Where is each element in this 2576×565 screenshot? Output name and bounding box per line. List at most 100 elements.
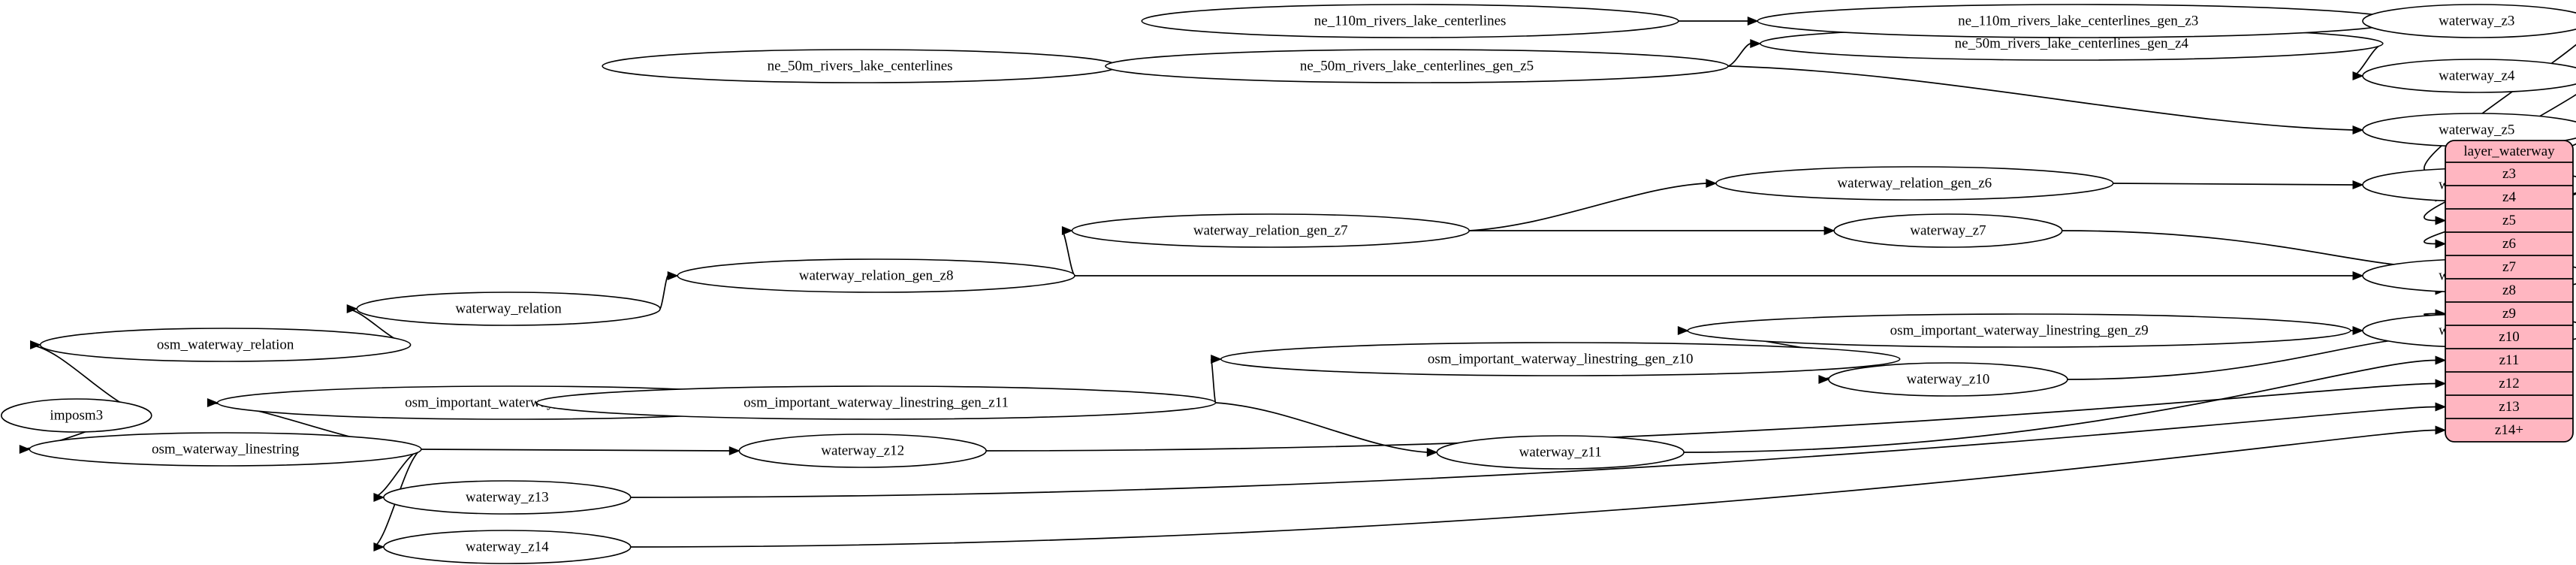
graph-node-waterway-z11[interactable]: waterway_z11 [1436, 435, 1685, 470]
graph-edge [421, 449, 730, 452]
node-ellipse [356, 292, 661, 326]
edge-arrowhead [2352, 125, 2364, 134]
edge-arrowhead [30, 340, 41, 349]
node-ellipse [1071, 213, 1470, 248]
layer-table-row-z10[interactable]: z10 [2445, 325, 2573, 345]
graph-node-waterway-z14[interactable]: waterway_z14 [383, 530, 632, 564]
node-ellipse [39, 328, 412, 362]
layer-table-row-z5[interactable]: z5 [2445, 208, 2573, 228]
node-label: osm_waterway_relation [157, 337, 294, 352]
layer-table-row-z4[interactable]: z4 [2445, 185, 2573, 205]
node-ellipse [677, 258, 1075, 293]
layer-table-title: layer_waterway [2463, 144, 2555, 159]
graph-node-osm-important-waterway-linestring-gen-z11[interactable]: osm_important_waterway_linestring_gen_z1… [535, 385, 1217, 420]
graph-node-osm-waterway-relation[interactable]: osm_waterway_relation [39, 328, 412, 362]
layer-table-row-z8[interactable]: z8 [2445, 278, 2573, 298]
row-label: z5 [2502, 213, 2516, 228]
node-ellipse [29, 432, 422, 467]
graph-edge [659, 275, 668, 310]
node-ellipse [2362, 4, 2576, 38]
graph-edge [1469, 183, 1706, 231]
graph-node-waterway-z12[interactable]: waterway_z12 [738, 434, 987, 468]
node-label: waterway_z5 [2439, 122, 2514, 137]
graph-node-waterway-relation-gen-z6[interactable]: waterway_relation_gen_z6 [1715, 166, 2114, 201]
row-label: z8 [2502, 282, 2516, 298]
edge-arrowhead [2352, 71, 2364, 80]
graph-node-ne-110m-rivers-lake-centerlines[interactable]: ne_110m_rivers_lake_centerlines [1141, 4, 1679, 38]
graph-edge [630, 406, 2436, 498]
edge-arrowhead [667, 271, 679, 280]
graph-edge [1210, 358, 1217, 403]
node-label: osm_important_waterway_linestring_gen_z1… [1428, 351, 1694, 367]
edge-arrowhead [2435, 355, 2447, 365]
edge-arrowhead [1061, 226, 1073, 235]
node-ellipse [1220, 342, 1901, 376]
node-label: osm_important_waterway_linestring_gen_z9 [1890, 322, 2149, 338]
graph-node-osm-important-waterway-linestring-gen-z9[interactable]: osm_important_waterway_linestring_gen_z9 [1687, 313, 2351, 348]
layer-table-row-z3[interactable]: z3 [2445, 162, 2573, 182]
layer-table-row-z7[interactable]: z7 [2445, 255, 2573, 275]
node-label: waterway_relation_gen_z6 [1837, 175, 1992, 191]
node-label: osm_important_waterway_linestring_gen_z1… [744, 394, 1009, 410]
edge-arrowhead [207, 398, 219, 407]
graph-node-waterway-z4[interactable]: waterway_z4 [2362, 59, 2576, 93]
edge-arrowhead [1747, 17, 1759, 26]
graph-node-waterway-relation-gen-z7[interactable]: waterway_relation_gen_z7 [1071, 213, 1470, 248]
row-label: z13 [2499, 399, 2519, 415]
row-label: z4 [2502, 189, 2516, 205]
edge-arrowhead [1750, 39, 1762, 48]
edge-arrowhead [2352, 271, 2364, 280]
row-label: z9 [2502, 306, 2516, 322]
row-label: z3 [2502, 166, 2516, 182]
layer-table-row-z12[interactable]: z12 [2445, 371, 2573, 391]
layer-table-row-z13[interactable]: z13 [2445, 394, 2573, 415]
graph-node-osm-important-waterway-linestring-gen-z10[interactable]: osm_important_waterway_linestring_gen_z1… [1220, 342, 1901, 376]
node-ellipse [535, 385, 1217, 420]
layer-table-row-z14+[interactable]: z14+ [2445, 418, 2573, 438]
node-label: ne_50m_rivers_lake_centerlines [768, 58, 953, 74]
graph-node-ne-50m-rivers-lake-centerlines-gen-z5[interactable]: ne_50m_rivers_lake_centerlines_gen_z5 [1105, 49, 1729, 83]
edges-layer [19, 17, 2576, 551]
node-ellipse [1833, 213, 2063, 248]
graph-node-waterway-z10[interactable]: waterway_z10 [1828, 362, 2068, 397]
node-label: waterway_z12 [821, 443, 904, 458]
node-ellipse [1436, 435, 1685, 470]
graph-node-ne-50m-rivers-lake-centerlines[interactable]: ne_50m_rivers_lake_centerlines [602, 49, 1118, 83]
node-ellipse [383, 530, 632, 564]
layer-table-row-z9[interactable]: z9 [2445, 301, 2573, 322]
node-label: waterway_relation [455, 301, 562, 316]
graph-node-ne-110m-rivers-lake-centerlines-gen-z3[interactable]: ne_110m_rivers_lake_centerlines_gen_z3 [1757, 4, 2400, 38]
graph-node-waterway-z7[interactable]: waterway_z7 [1833, 213, 2063, 248]
graph-node-osm-waterway-linestring[interactable]: osm_waterway_linestring [29, 432, 422, 467]
node-ellipse [738, 434, 987, 468]
node-label: waterway_relation_gen_z8 [799, 267, 954, 283]
node-ellipse [1687, 313, 2351, 348]
node-label: waterway_z10 [1907, 371, 1990, 387]
node-label: waterway_z13 [466, 489, 549, 505]
graph-edge [2424, 44, 2576, 175]
row-label: z6 [2502, 236, 2516, 252]
graph-node-imposm3[interactable]: imposm3 [1, 398, 152, 433]
edge-arrowhead [2435, 402, 2447, 412]
layer-waterway-table: layer_waterway z3 z4 z5 z6 z7 z8 z9 z10 z11 z12 z13… [2445, 140, 2574, 443]
node-ellipse [2362, 59, 2576, 93]
graph-edge [1683, 359, 2436, 453]
layer-table-row-z6[interactable]: z6 [2445, 231, 2573, 252]
node-ellipse [1141, 4, 1679, 38]
node-ellipse [1105, 49, 1729, 83]
edge-arrowhead [2435, 239, 2447, 249]
row-label: z11 [2499, 352, 2520, 368]
row-label: z7 [2502, 259, 2516, 275]
graph-node-waterway-relation-gen-z8[interactable]: waterway_relation_gen_z8 [677, 258, 1075, 293]
layer-table-row-z11[interactable]: z11 [2445, 348, 2573, 368]
graph-node-waterway-relation[interactable]: waterway_relation [356, 292, 661, 326]
edge-arrowhead [2352, 180, 2364, 189]
edge-arrowhead [1818, 375, 1830, 384]
graph-node-waterway-z3[interactable]: waterway_z3 [2362, 4, 2576, 38]
node-label: ne_50m_rivers_lake_centerlines_gen_z5 [1300, 58, 1534, 74]
graph-node-waterway-z5[interactable]: waterway_z5 [2362, 113, 2576, 147]
node-label: ne_110m_rivers_lake_centerlines_gen_z3 [1958, 13, 2198, 29]
node-label: ne_50m_rivers_lake_centerlines_gen_z4 [1955, 35, 2189, 51]
graph-node-waterway-z13[interactable]: waterway_z13 [383, 480, 632, 515]
node-label: imposm3 [50, 407, 103, 423]
